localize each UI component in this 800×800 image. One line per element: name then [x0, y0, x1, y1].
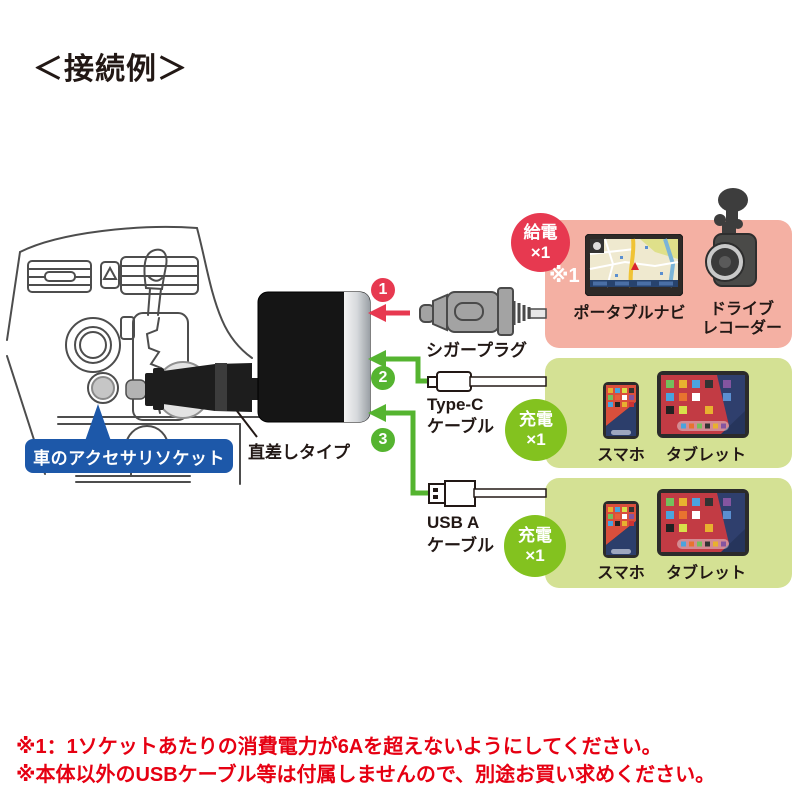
step-2-badge: 2 [371, 366, 395, 390]
charge-badge-1: 充電 ×1 [505, 399, 567, 461]
usb-a-cable-label-line2: ケーブル [427, 536, 494, 555]
cigar-plug-icon [419, 287, 547, 336]
socket-pointer-icon [85, 404, 111, 441]
gear-shifter-icon [132, 248, 189, 421]
charge-badge-2-action: 充電 [518, 526, 552, 545]
type-c-cable-label-line1: Type-C [427, 395, 484, 414]
direct-plug-type-label: 直差しタイプ [248, 443, 350, 462]
charge-badge-2: 充電 ×1 [504, 515, 566, 577]
footnote-1: ※1：1ソケットあたりの消費電力が6Aを超えないようにしてください。 [16, 736, 662, 758]
smartphone-label: スマホ [597, 447, 645, 464]
right-vent-icon [120, 256, 199, 295]
supply-badge-action: 給電 [523, 222, 558, 242]
tablet-label: タブレット [665, 447, 746, 464]
usb-a-connector-icon [428, 480, 547, 507]
supply-badge-count: ×1 [530, 242, 551, 262]
smartphone-image [603, 382, 639, 439]
step-1-badge: 1 [371, 278, 395, 302]
usb-a-cable-label: USB A ケーブル [427, 511, 494, 557]
page-title: ＜接続例＞ [33, 53, 188, 86]
supply-badge: 給電 ×1 [511, 213, 570, 272]
charge-badge-2-count: ×1 [525, 546, 545, 565]
drive-recorder-label-line2: レコーダー [701, 320, 782, 337]
drive-recorder-image [705, 188, 757, 287]
type-c-cable-label-line2: ケーブル [427, 417, 494, 436]
accessory-socket-icon [87, 372, 119, 404]
tablet-image [657, 489, 749, 556]
leader-line [236, 410, 258, 438]
portable-navi-image [585, 234, 683, 296]
adapter-device-icon [125, 291, 371, 423]
hazard-button-icon [100, 261, 120, 289]
charge-badge-1-count: ×1 [526, 430, 546, 449]
step-3-badge: 3 [371, 428, 395, 452]
drive-recorder-label: ドライブ レコーダー [698, 300, 786, 338]
smartphone-image [603, 501, 639, 558]
charge-badge-1-action: 充電 [519, 410, 553, 429]
type-c-connector-icon [427, 371, 547, 392]
footnote-2: ※本体以外のUSBケーブル等は付属しませんので、別途お買い求めください。 [16, 764, 716, 786]
accessory-socket-callout-text: 車のアクセサリソケット [33, 448, 225, 468]
left-vent-icon [27, 260, 92, 293]
type-c-cable-label: Type-C ケーブル [427, 394, 494, 438]
drive-recorder-label-line1: ドライブ [709, 301, 774, 318]
smartphone-label: スマホ [597, 565, 645, 582]
lighter-socket-icon [65, 316, 135, 373]
supply-arrow-icon [368, 304, 410, 322]
note-reference: ※1 [549, 265, 580, 287]
cigar-plug-label: シガープラグ [426, 341, 527, 360]
usb-a-cable-label-line1: USB A [427, 513, 480, 532]
tablet-label: タブレット [665, 565, 746, 582]
accessory-socket-callout: 車のアクセサリソケット [25, 439, 233, 473]
tablet-image [657, 371, 749, 438]
portable-navi-label: ポータブルナビ [573, 305, 686, 322]
